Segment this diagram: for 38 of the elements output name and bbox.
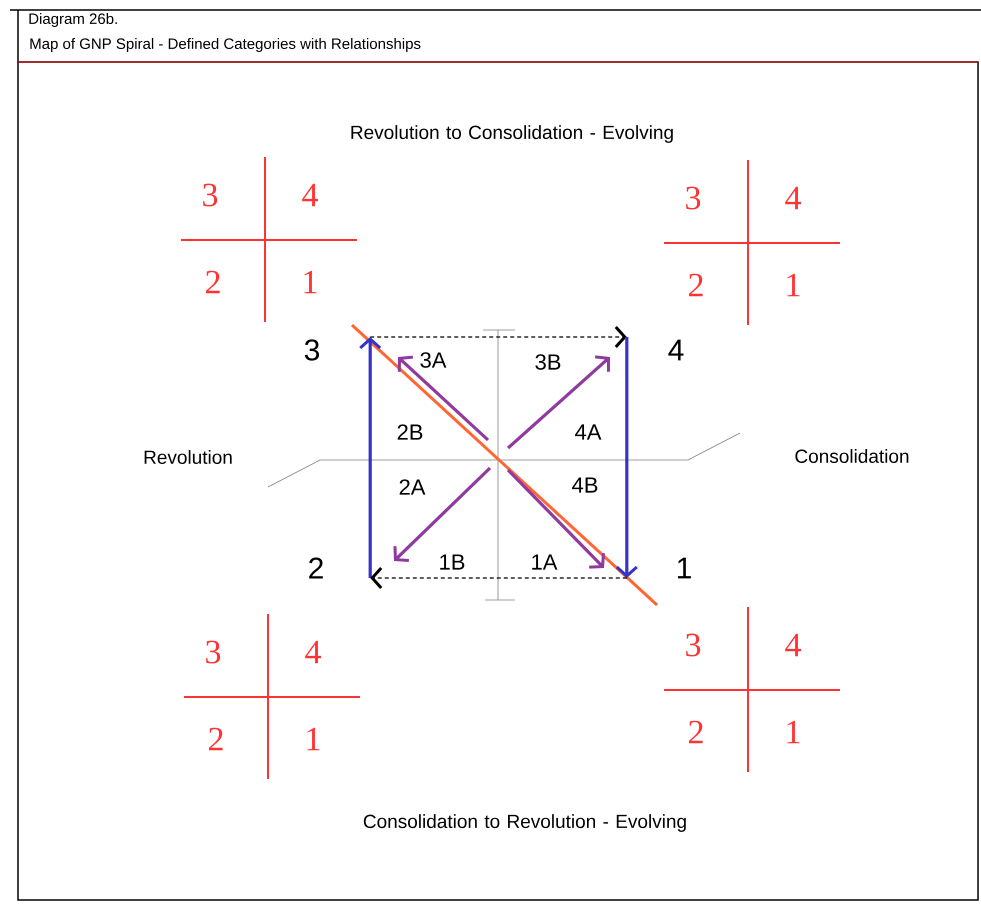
heading-text: Revolution to Consolidation - Evolving [351, 125, 673, 143]
grid-number: 2 [689, 720, 703, 744]
grid-number: 4 [302, 184, 318, 206]
grid-number: 4 [305, 640, 321, 664]
quadrant-label: 4B [572, 477, 598, 493]
corner-number: 3 [304, 339, 320, 361]
axis-label: Revolution [144, 450, 232, 464]
grid-number: 3 [686, 186, 700, 210]
quadrant-label: 4A [575, 424, 602, 440]
subtitle: Map of GNP Spiral - Defined Categories with Relationships [30, 38, 420, 52]
quadrant-label: 1A [532, 554, 558, 570]
grid-number: 1 [788, 274, 800, 296]
grid-number: 3 [206, 640, 220, 664]
quadrant-label: 2A [400, 479, 426, 495]
arrow [370, 326, 627, 348]
heading-text: Consolidation to Revolution - Evolving [364, 814, 686, 832]
corner-number: 4 [668, 340, 684, 360]
quadrant-label: 3A [420, 352, 446, 368]
corner-number: 2 [309, 558, 323, 578]
diagram-title: Diagram 26b. [29, 13, 117, 27]
arrow [370, 567, 627, 590]
quadrant-label: 1B [440, 554, 464, 570]
grid-number: 2 [206, 270, 220, 294]
grid-number: 2 [689, 274, 703, 296]
arrow [616, 337, 638, 578]
axis-label: Consolidation [795, 449, 908, 463]
grid-number: 1 [304, 270, 316, 294]
grid-number: 4 [785, 186, 801, 210]
arrow [359, 337, 382, 578]
grid-number: 1 [788, 720, 800, 744]
grid-number: 2 [209, 728, 223, 750]
grid-number: 1 [308, 728, 320, 750]
corner-number: 1 [678, 558, 691, 578]
grid-number: 4 [785, 634, 801, 656]
grid-number: 3 [686, 634, 700, 656]
grid-number: 3 [203, 184, 218, 206]
quadrant-label: 3B [535, 354, 560, 370]
quadrant-label: 2B [398, 424, 422, 440]
